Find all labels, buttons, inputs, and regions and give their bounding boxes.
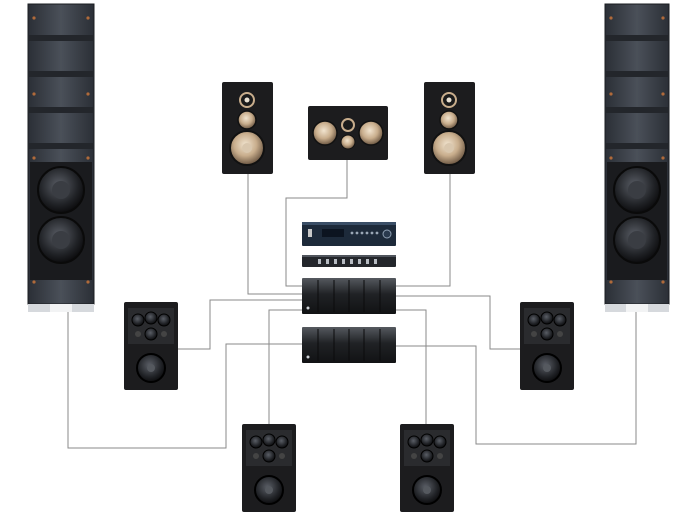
speaker-center — [308, 106, 388, 160]
wire-side-right — [396, 295, 520, 350]
sub-column-right — [604, 3, 670, 312]
wire-sub-left — [67, 310, 302, 449]
wire-front-left — [247, 174, 302, 295]
wire-front-right — [396, 174, 451, 287]
sub-column-left — [27, 3, 95, 312]
wire-sub-right — [396, 310, 637, 445]
wiring — [67, 160, 637, 449]
woofer-icon — [358, 120, 384, 146]
wire-rear-right — [396, 309, 427, 424]
wire-side-left — [178, 299, 302, 350]
wire-rear-left — [268, 309, 302, 424]
speaker-rear-left — [242, 424, 296, 512]
woofer-icon — [312, 120, 338, 146]
eq-unit — [302, 255, 396, 267]
tweeter-icon — [341, 118, 355, 132]
wire-center — [285, 160, 348, 287]
amplifier-1 — [302, 278, 396, 314]
speaker-front-left — [222, 82, 273, 174]
speaker-front-right — [424, 82, 475, 174]
midrange-icon — [439, 110, 459, 130]
speaker-rear-right — [400, 424, 454, 512]
speaker-side-right — [520, 302, 574, 390]
midrange-icon — [237, 110, 257, 130]
amplifier-2 — [302, 327, 396, 363]
speaker-side-left — [124, 302, 178, 390]
midrange-icon — [340, 134, 356, 150]
av-processor — [302, 222, 396, 246]
